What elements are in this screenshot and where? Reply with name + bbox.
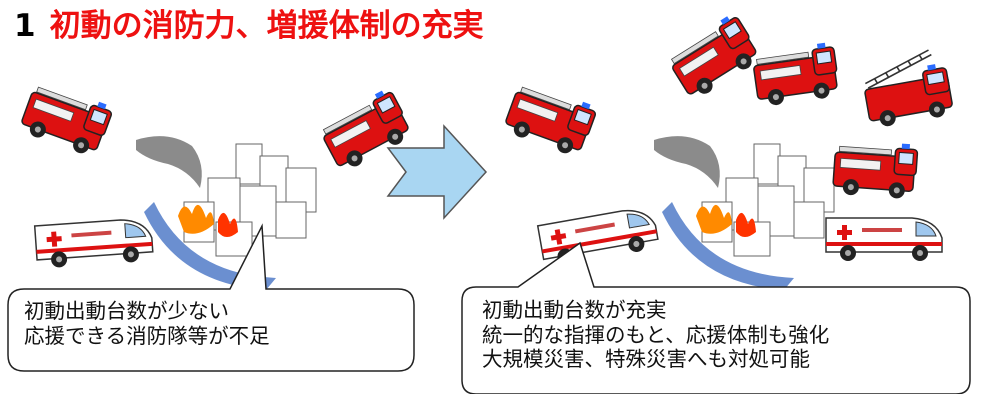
callout-line: 初動出動台数が少ない	[24, 299, 229, 323]
ambulance-icon	[33, 217, 155, 270]
ambulance-icon	[536, 204, 661, 269]
after-scene	[501, 11, 955, 291]
callout-line: 初動出動台数が充実	[482, 298, 667, 322]
heading-title: 初動の消防力、増援体制の充実	[49, 8, 484, 44]
callout-line: 統一的な指揮のもと、応援体制も強化	[482, 322, 830, 347]
fire-engine-icon	[750, 40, 842, 109]
heading-number: 1	[14, 8, 36, 44]
callout-after-text: 初動出動台数が充実 統一的な指揮のもと、応援体制も強化 大規模災害、特殊災害へも…	[482, 298, 829, 372]
fire-engine-icon	[501, 78, 599, 160]
callout-before-text: 初動出動台数が少ない 応援できる消防隊等が不足	[24, 299, 270, 348]
fire-engine-icon	[17, 78, 115, 160]
callout-before	[7, 223, 415, 372]
fire-engine-icon	[663, 11, 764, 103]
transition-arrow	[386, 124, 488, 220]
callout-line: 大規模災害、特殊災害へも対処可能	[482, 347, 810, 371]
fire-engine-icon	[831, 138, 919, 201]
heading: 1 初動の消防力、増援体制の充実	[14, 4, 484, 48]
fire-scene-before	[135, 135, 317, 291]
ambulance-icon	[825, 217, 943, 262]
ladder-truck-icon	[858, 46, 955, 130]
before-scene	[17, 78, 416, 291]
callout-line: 応援できる消防隊等が不足	[24, 323, 270, 348]
fire-scene-after	[653, 135, 835, 291]
